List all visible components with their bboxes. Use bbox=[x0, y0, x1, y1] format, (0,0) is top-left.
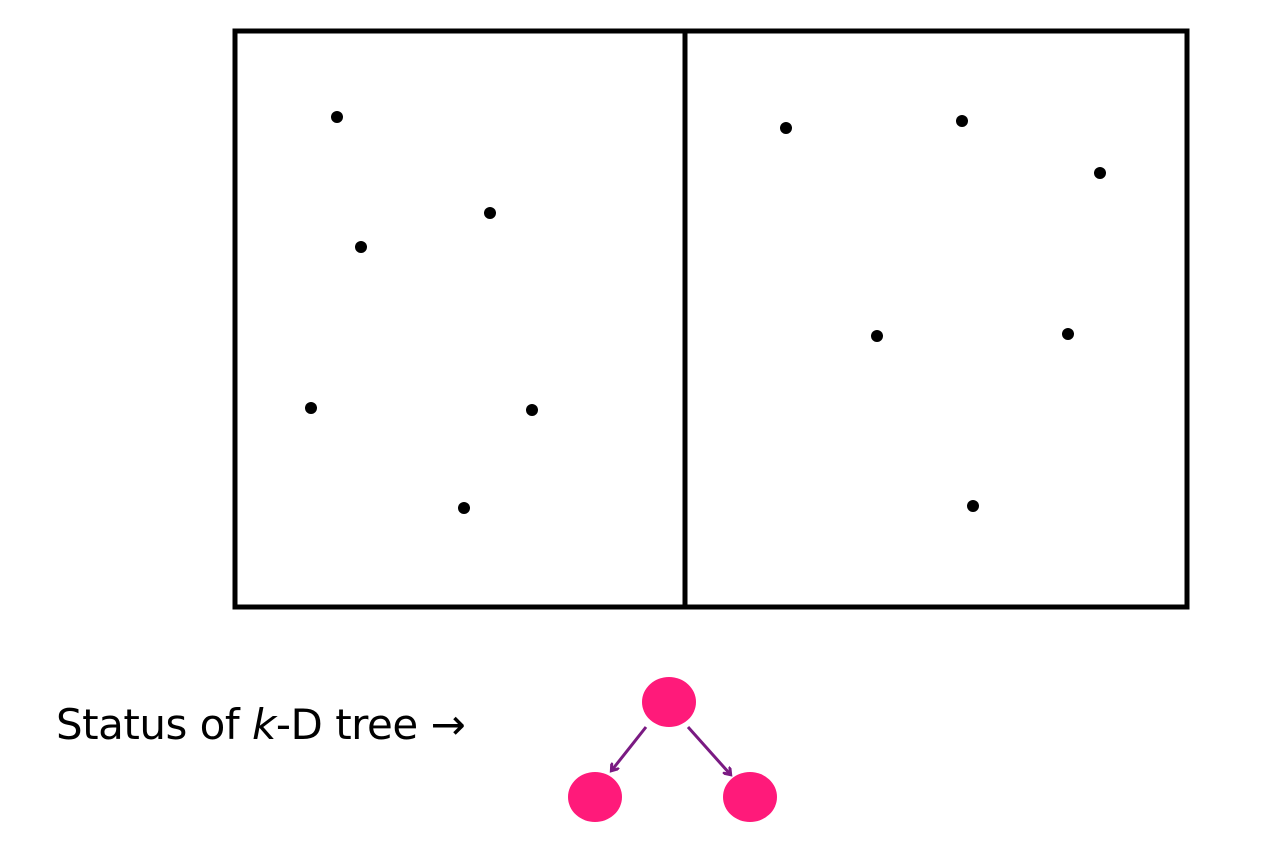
tree-edge-right bbox=[686, 726, 730, 774]
data-point-right-11 bbox=[1062, 328, 1074, 340]
tree-node-right-child bbox=[723, 772, 777, 822]
data-point-left-3 bbox=[355, 241, 367, 253]
data-point-right-9 bbox=[1094, 167, 1106, 179]
data-point-left-6 bbox=[458, 502, 470, 514]
data-point-left-1 bbox=[331, 111, 343, 123]
tree-node-root bbox=[642, 677, 696, 727]
tree-node-left-child bbox=[568, 772, 622, 822]
status-label-suffix: -D tree bbox=[275, 700, 418, 749]
data-points bbox=[305, 111, 1106, 514]
data-point-right-10 bbox=[871, 330, 883, 342]
right-arrow-icon: → bbox=[430, 700, 466, 749]
status-label-prefix: Status of bbox=[56, 700, 253, 749]
data-point-right-7 bbox=[780, 122, 792, 134]
tree-status-label: Status of k-D tree → bbox=[56, 700, 466, 749]
data-point-left-2 bbox=[484, 207, 496, 219]
data-point-left-4 bbox=[305, 402, 317, 414]
status-label-k: k bbox=[252, 700, 276, 749]
tree-edge-left bbox=[612, 726, 648, 770]
data-point-left-5 bbox=[526, 404, 538, 416]
data-point-right-8 bbox=[956, 115, 968, 127]
space-boundary bbox=[232, 28, 1190, 610]
data-point-right-12 bbox=[967, 500, 979, 512]
